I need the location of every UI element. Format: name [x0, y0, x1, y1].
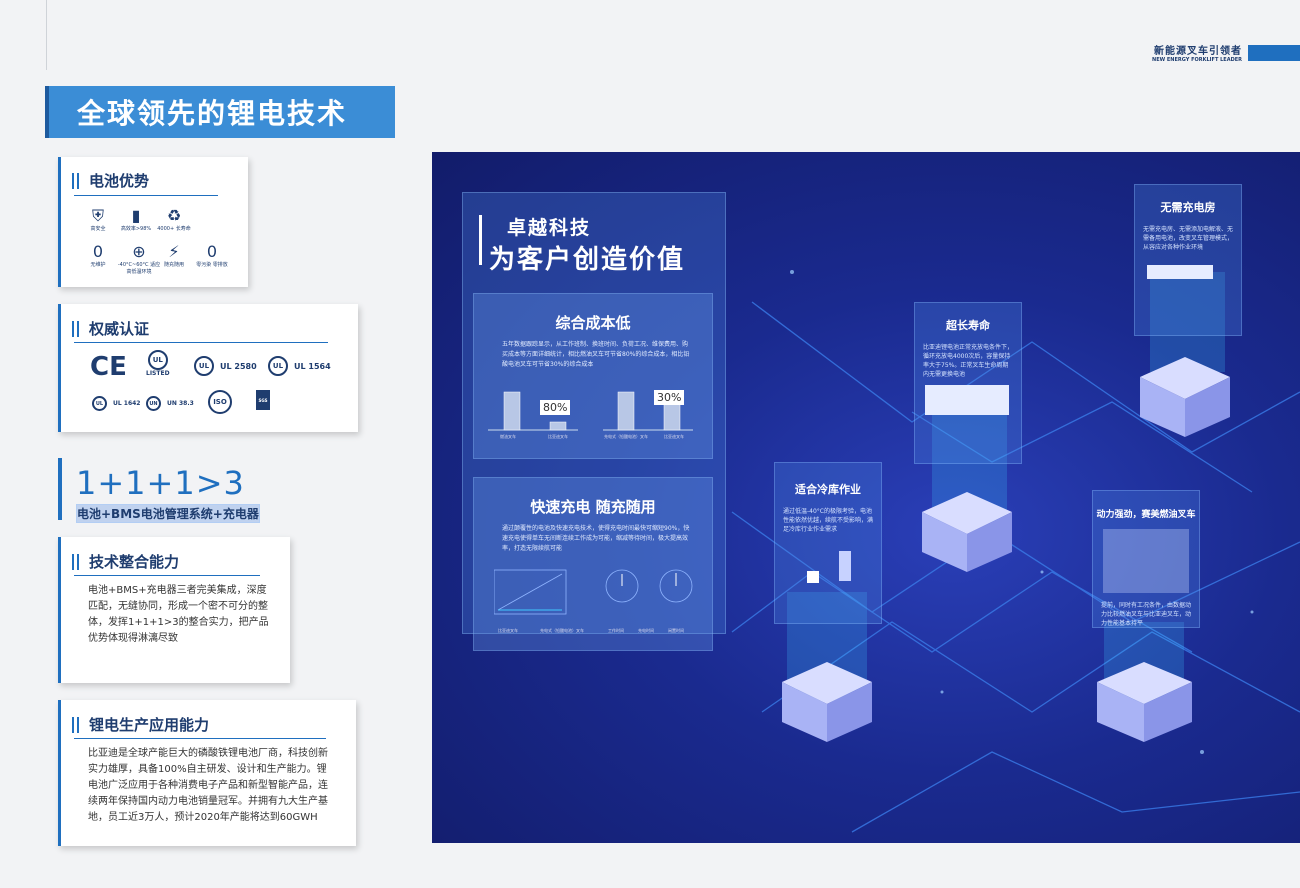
formula-block: 1+1+1>3 电池+BMS电池管理系统+充电器: [58, 458, 308, 526]
page-title: 全球领先的锂电技术: [77, 97, 348, 130]
cost-title: 综合成本低: [555, 314, 631, 332]
cold-temp-chart: [807, 551, 851, 583]
cold-text: 通过低温-40°C的极限考验，电池性能依然优越，续航不受影响，满足冷库行业作业需…: [783, 508, 874, 533]
fast-legend-4: 充电时间: [638, 628, 654, 633]
card-accent: [58, 700, 61, 846]
page-spine-line: [46, 0, 47, 70]
cost-label-2: 比亚迪叉车: [548, 434, 568, 439]
iso-icon: ISO: [208, 390, 238, 414]
room-text: 无需充电房、无需添加电解液、无需备用电池，改变叉车管理模式，从容应对各种作业环境: [1143, 226, 1234, 251]
integration-text: 电池+BMS+充电器三者完美集成，深度匹配，无缝协同，形成一个密不可分的整体，发…: [88, 585, 269, 644]
fast-legend-1: 比亚迪叉车: [498, 628, 518, 633]
brand-header: 新能源叉车引领者 NEW ENERGY FORKLIFT LEADER: [1152, 42, 1300, 63]
ce-mark-icon: CE: [90, 352, 127, 382]
infographic-panel: 卓越科技 为客户创造价值 综合成本低 五年数据跟踪显示，从工作班制、换班时间、负…: [432, 152, 1300, 843]
tagline-line2: 为客户创造价值: [489, 245, 686, 275]
brand-bar: [1248, 44, 1300, 61]
formula-bar: [58, 458, 62, 520]
cold-storage-card: 适合冷库作业 通过低温-40°C的极限考验，电池性能依然优越，续航不受影响，满足…: [774, 462, 882, 624]
no-charging-room-card: 无需充电房 无需充电房、无需添加电解液、无需备用电池，改变叉车管理模式，从容应对…: [1134, 184, 1242, 336]
fast-charge-card: 快速充电 随充随用 通过颠覆性的电池及快速充电技术，使得充电时间最快可缩短90%…: [473, 477, 713, 651]
power-card: 动力强劲，赛美燃油叉车 提前，同时有工况条件，由数据动力比较燃油叉车与比亚迪叉车…: [1092, 490, 1200, 628]
cost-label-1: 燃油叉车: [500, 434, 516, 439]
life-title: 超长寿命: [946, 319, 990, 332]
battery-icon: ▮高效率>98%: [120, 206, 152, 233]
formula-expression: 1+1+1>3: [76, 464, 245, 502]
tagline-bar: [479, 215, 482, 265]
heading-rule: [74, 195, 218, 196]
circuit-lines: [731, 270, 1300, 833]
cost-bar-fuel: [503, 391, 521, 431]
integration-card: 技术整合能力 电池+BMS+充电器三者完美集成，深度匹配，无缝协同，形成一个密不…: [58, 537, 290, 683]
power-table: [1103, 529, 1189, 593]
shield-icon: ⛨高安全: [90, 206, 106, 233]
room-indicator: [1147, 265, 1213, 279]
heading-rule: [74, 342, 328, 343]
cold-title: 适合冷库作业: [795, 483, 861, 496]
fast-text: 通过颠覆性的电池及快速充电技术，使得充电时间最快可缩短90%，快速充电使得单车无…: [502, 525, 690, 552]
sgs-icon: SGS: [256, 390, 270, 410]
card-accent: [58, 157, 61, 287]
life-text: 比亚迪锂电池正常充放电条件下，循环充放电4000次后，容量保持率大于75%。正常…: [923, 344, 1014, 378]
value-panel: 卓越科技 为客户创造价值 综合成本低 五年数据跟踪显示，从工作班制、换班时间、负…: [462, 192, 726, 651]
fast-legend-2: 充电式（铅酸电池）叉车: [540, 628, 584, 633]
cost-pct-80: 80%: [540, 400, 571, 415]
formula-description: 电池+BMS电池管理系统+充电器: [76, 504, 260, 523]
fast-title: 快速充电 随充随用: [530, 498, 656, 516]
page-title-box: 全球领先的锂电技术: [45, 86, 395, 138]
cost-card: 综合成本低 五年数据跟踪显示，从工作班制、换班时间、负荷工况、维保费用、购买成本…: [473, 293, 713, 459]
temperature-icon: ⊕-40°C~60°C 适应高低温环境: [117, 242, 161, 276]
battery-heading: 电池优势: [89, 172, 150, 190]
life-counter-display: [925, 385, 1009, 415]
brand-en: NEW ENERGY FORKLIFT LEADER: [1152, 57, 1242, 63]
production-text: 比亚迪是全球产能巨大的磷酸铁锂电池厂商，科技创新实力雄厚，具备100%自主研发、…: [88, 748, 328, 823]
tagline-line1: 卓越科技: [507, 217, 592, 239]
fast-charge-graphics: [494, 569, 693, 615]
certs-heading: 权威认证: [89, 320, 150, 338]
power-text: 提前，同时有工况条件，由数据动力比较燃油叉车与比亚迪叉车，动力性能基本持平: [1101, 602, 1192, 627]
cycle-icon: ♻4000+ 长寿命: [157, 206, 191, 233]
production-heading: 锂电生产应用能力: [89, 716, 210, 734]
production-card: 锂电生产应用能力 比亚迪是全球产能巨大的磷酸铁锂电池厂商，科技创新实力雄厚，具备…: [58, 700, 356, 846]
long-life-card: 超长寿命 比亚迪锂电池正常充放电条件下，循环充放电4000次后，容量保持率大于7…: [914, 302, 1022, 464]
brand-cn: 新能源叉车引领者: [1154, 46, 1242, 57]
room-title: 无需充电房: [1160, 201, 1216, 214]
fast-legend-5: 闲置时间: [668, 628, 684, 633]
heading-rule: [74, 575, 260, 576]
cost-text: 五年数据跟踪显示，从工作班制、换班时间、负荷工况、维保费用、购买成本等方面详细统…: [502, 341, 690, 368]
cost-bar-lead: [617, 391, 635, 431]
cost-bar-byd1: [549, 421, 567, 431]
card-accent: [58, 537, 61, 683]
cost-bar-chart: [488, 391, 693, 431]
cost-label-4: 比亚迪叉车: [664, 434, 684, 439]
charge-icon: ⚡随充随用: [163, 242, 184, 269]
cost-pct-30: 30%: [654, 390, 685, 405]
card-accent: [58, 304, 61, 432]
cost-bar-byd2: [663, 401, 681, 431]
integration-heading: 技术整合能力: [89, 553, 180, 571]
fast-legend-3: 工作时间: [608, 628, 624, 633]
cost-label-3: 充电式（铅酸电池）叉车: [604, 434, 648, 439]
power-title: 动力强劲，赛美燃油叉车: [1096, 510, 1196, 520]
heading-rule: [74, 738, 326, 739]
